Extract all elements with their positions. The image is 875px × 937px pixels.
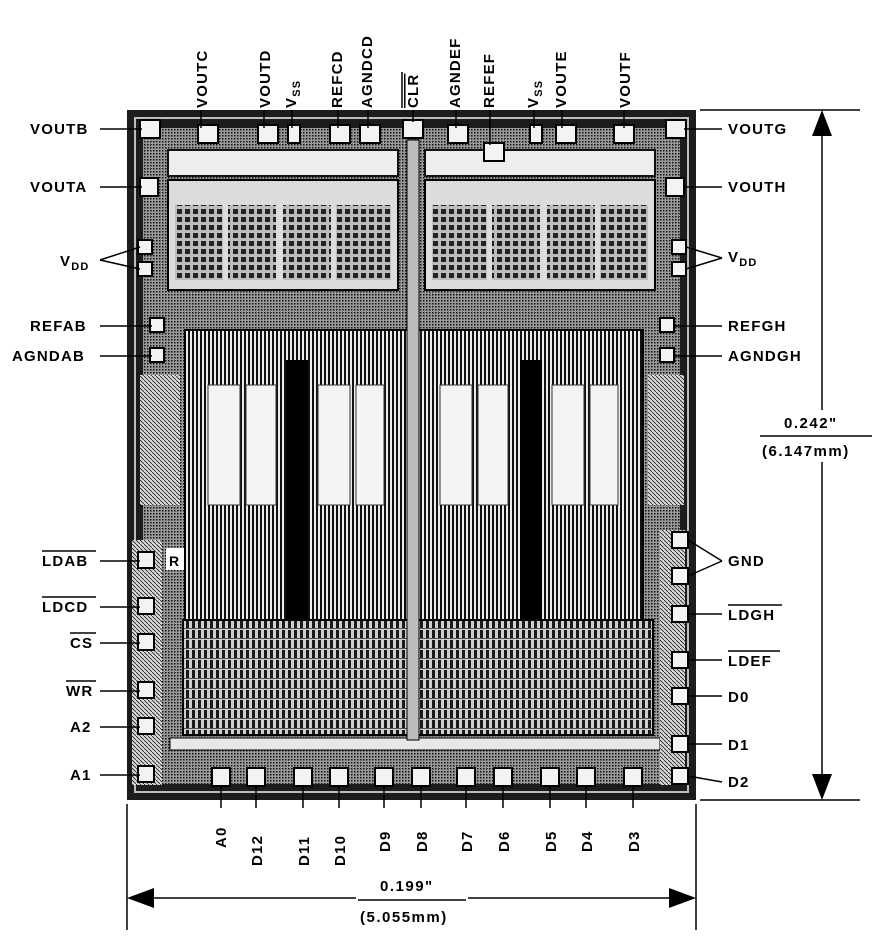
pin-label-refab: REFAB (30, 318, 87, 335)
bottom-leader-lines (220, 786, 634, 808)
height-arrowhead-bottom (812, 774, 832, 800)
pin-label-agndab: AGNDAB (12, 348, 85, 365)
height-inches: 0.242" (784, 415, 838, 432)
pin-label-vouth: VOUTH (728, 179, 787, 196)
bond-pads-top (139, 119, 687, 162)
pin-label-d10: D10 (332, 835, 349, 866)
upper-bus-right (424, 149, 656, 177)
upper-bus-left (167, 149, 399, 177)
pin-label-vss: VSS (283, 80, 303, 108)
amplifier-cells-left (175, 205, 391, 280)
pin-label-a0: A0 (213, 826, 230, 848)
pin-label-d5: D5 (543, 830, 560, 852)
pin-label-agndef: AGNDEF (447, 37, 464, 108)
dac-bright-cells (207, 384, 619, 506)
pin-label-voutb: VOUTB (30, 121, 89, 138)
width-inches: 0.199" (380, 878, 434, 895)
pin-label-d4: D4 (579, 830, 596, 852)
pin-label-agndcd: AGNDCD (359, 35, 376, 108)
bond-pads-right (659, 177, 689, 785)
pin-label-d3: D3 (626, 830, 643, 852)
pin-label-voutg: VOUTG (728, 121, 787, 138)
pin-label-voute: VOUTE (553, 50, 570, 108)
left-leader-lines (99, 128, 152, 776)
pin-label-ldef: LDEF (728, 653, 772, 670)
right-periphery (648, 375, 684, 505)
pin-label-d12: D12 (249, 835, 266, 866)
pin-label-refgh: REFGH (728, 318, 787, 335)
die-marker-box (166, 548, 184, 570)
pin-label-vdd-left: VDD (60, 253, 90, 273)
pin-label-voutf: VOUTF (617, 51, 634, 108)
pin-label-voutd: VOUTD (257, 50, 274, 109)
pin-label-ldgh: LDGH (728, 607, 775, 624)
left-lower-periphery (132, 540, 162, 785)
die-marker: R (169, 553, 180, 569)
dac-dark-channels (286, 360, 542, 620)
pin-label-agndgh: AGNDGH (728, 348, 802, 365)
pin-label-vdd-right: VDD (728, 249, 758, 269)
pin-label-a2: A2 (70, 719, 92, 736)
amplifier-cells-right (432, 205, 648, 280)
bottom-pin-labels: A0 D12 D11 D10 D9 D8 D7 D6 D5 D4 D3 (213, 826, 643, 866)
width-dimension: 0.199" (5.055mm) (126, 804, 697, 930)
die-inner-ring (134, 117, 689, 793)
bond-pads-left (137, 177, 165, 783)
top-pin-labels: VOUTC VOUTD VSS REFCD AGNDCD CLR AGNDEF … (194, 35, 634, 108)
right-leader-lines (674, 128, 723, 783)
pin-label-clr: CLR (405, 74, 422, 108)
pin-label-d1: D1 (728, 737, 750, 754)
pin-label-d8: D8 (414, 830, 431, 852)
center-spine (406, 139, 420, 741)
die: R (127, 110, 696, 800)
height-dimension: 0.242" (6.147mm) (700, 109, 874, 801)
pin-label-ldab: LDAB (42, 553, 88, 570)
right-pin-labels: VOUTG VOUTH VDD REFGH AGNDGH GND LDGH LD… (728, 121, 802, 791)
pin-label-refcd: REFCD (329, 50, 346, 108)
pin-label-d7: D7 (459, 830, 476, 852)
pin-label-d9: D9 (377, 830, 394, 852)
pin-label-d6: D6 (496, 830, 513, 852)
pin-label-d11: D11 (296, 836, 313, 866)
pin-label-gnd: GND (728, 553, 765, 570)
pin-label-d2: D2 (728, 774, 750, 791)
width-mm: (5.055mm) (360, 909, 448, 926)
width-arrowhead-left (127, 888, 154, 908)
pin-label-vss-2: VSS (525, 80, 545, 108)
pin-label-ldcd: LDCD (42, 599, 88, 616)
height-arrowhead-top (812, 110, 832, 136)
pin-label-a1: A1 (70, 767, 92, 784)
width-arrowhead-right (669, 888, 696, 908)
left-periphery (140, 375, 180, 505)
pin-label-refef: REFEF (481, 53, 498, 108)
pin-label-cs: CS (70, 635, 93, 652)
pin-label-voutc: VOUTC (194, 50, 211, 109)
width-label-bg (356, 874, 468, 930)
pin-label-d0: D0 (728, 689, 750, 706)
height-mm: (6.147mm) (762, 443, 850, 460)
pin-label-wr: WR (66, 683, 93, 700)
top-leader-lines (200, 110, 625, 145)
left-pin-labels: VOUTB VOUTA VDD REFAB AGNDAB LDAB LDCD C… (12, 121, 96, 784)
pin-label-vouta: VOUTA (30, 179, 87, 196)
